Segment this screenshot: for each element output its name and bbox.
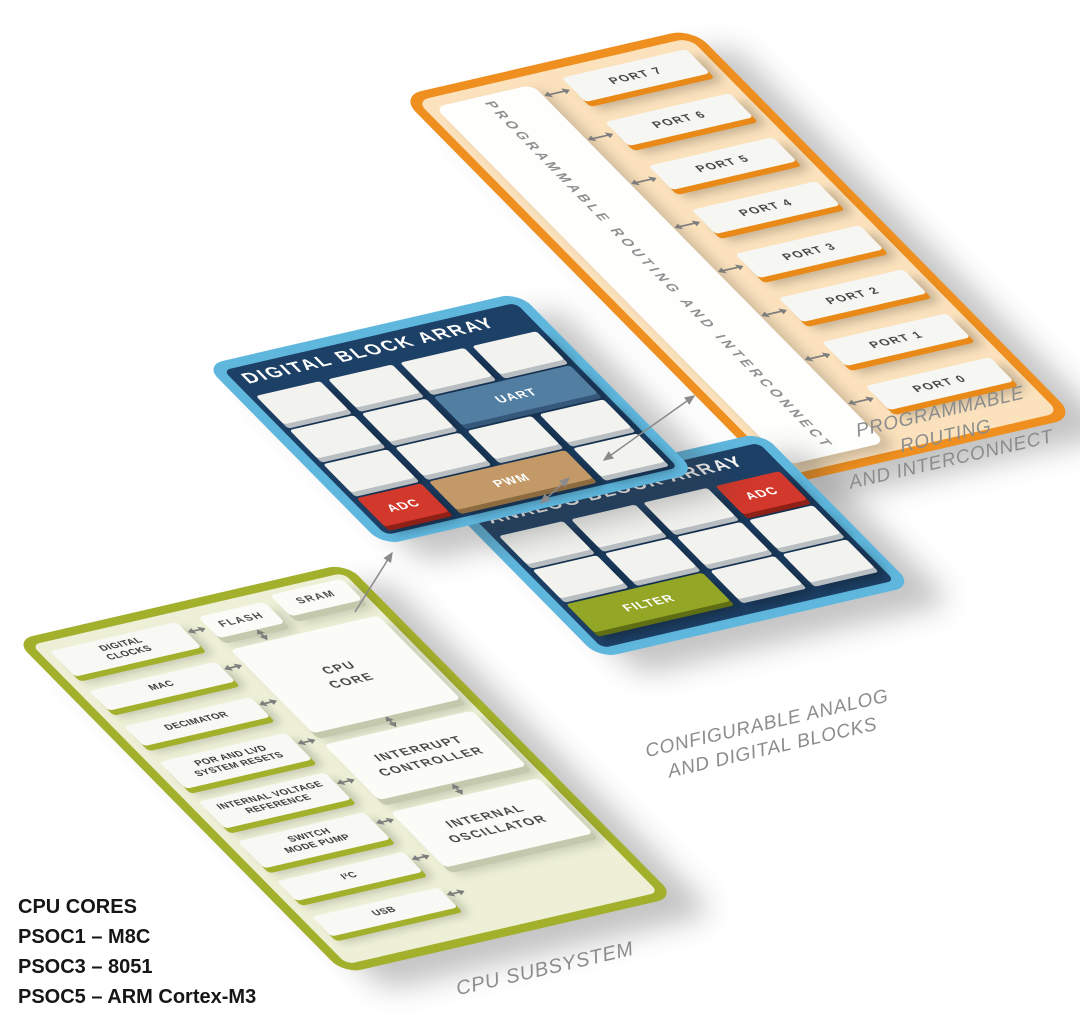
digital-tile [467, 415, 560, 460]
digital-tile [572, 433, 666, 477]
port-arrow-icon [588, 133, 613, 141]
block-arrow-icon [337, 778, 355, 785]
port-block: PORT 5 [648, 137, 797, 191]
port-arrow-icon [718, 265, 744, 273]
port-arrow-icon [544, 89, 570, 97]
block-arrow-icon [298, 739, 316, 745]
port-arrow-icon [631, 177, 657, 185]
analog-tile [710, 555, 803, 600]
port-block: PORT 2 [778, 269, 927, 323]
port-arrow-icon [805, 353, 830, 361]
analog-tile [604, 538, 697, 582]
port-block: PORT 3 [735, 225, 884, 279]
analog-tile [782, 539, 875, 583]
digital-adc-block: ADC [356, 483, 449, 527]
legend-title: CPU CORES [18, 896, 137, 918]
legend-line: PSOC1 – M8C [18, 926, 151, 948]
block-arrow-icon [447, 890, 465, 896]
digital-tile [323, 449, 416, 493]
port-arrow-icon [674, 221, 700, 229]
analog-tile [498, 521, 592, 565]
port-arrow-icon [761, 309, 787, 317]
block-arrow-icon [224, 664, 242, 670]
analog-caption: CONFIGURABLE ANALOG AND DIGITAL BLOCKS [638, 683, 902, 790]
cpu-cores-legend: CPU CORES PSOC1 – M8C PSOC3 – 8051 PSOC5… [18, 892, 256, 1012]
decimator-block: DECIMATOR [124, 697, 271, 747]
analog-adc-block: ADC [715, 471, 808, 515]
block-arrow-icon [188, 627, 206, 633]
digital-tile [327, 364, 421, 408]
flash-block: FLASH [197, 601, 286, 639]
block-arrow-icon [376, 818, 394, 824]
digital-clocks-block: DIGITAL CLOCKS [49, 621, 202, 677]
legend-line: PSOC3 – 8051 [18, 956, 153, 978]
legend-line: PSOC5 – ARM Cortex-M3 [18, 986, 257, 1008]
analog-tile [570, 504, 664, 548]
port-block: PORT 6 [604, 93, 754, 147]
port-block: PORT 4 [691, 181, 841, 235]
sram-block: SRAM [269, 578, 363, 617]
block-arrow-icon [259, 700, 277, 706]
block-arrow-icon [412, 854, 430, 860]
digital-tile [289, 415, 382, 459]
usb-block: USB [311, 887, 458, 937]
digital-tile [539, 399, 632, 443]
block-arrow-icon [256, 629, 268, 640]
port-arrow-icon [848, 397, 874, 405]
analog-tile [532, 555, 625, 599]
port-block: PORT 1 [821, 313, 971, 367]
digital-tile [361, 398, 454, 442]
digital-tile [400, 347, 493, 392]
block-arrow-icon [385, 716, 397, 727]
digital-tile [395, 432, 488, 476]
port-block: PORT 7 [561, 49, 710, 103]
analog-tile [748, 505, 841, 549]
analog-tile [643, 487, 736, 532]
digital-tile [255, 381, 349, 425]
digital-tile [472, 331, 565, 375]
block-arrow-icon [452, 784, 464, 795]
mac-block: MAC [89, 661, 236, 711]
analog-tile [676, 521, 769, 566]
